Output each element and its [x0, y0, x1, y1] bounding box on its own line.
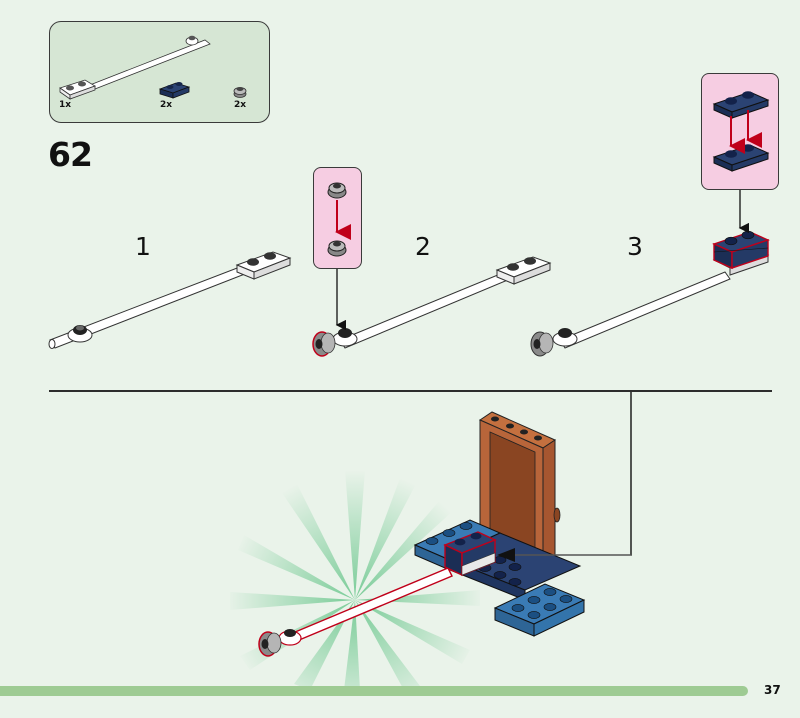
- page-progress-bar: [0, 686, 748, 696]
- sub-step-2-assembly: [312, 182, 552, 357]
- step-number: 62: [48, 135, 93, 174]
- highlighted-dark-blue-plates: [443, 531, 497, 577]
- sub-step-label: 2: [415, 232, 431, 261]
- part-rod-with-plate: [59, 35, 211, 100]
- sub-step-3-assembly: [530, 91, 770, 357]
- page-number: 37: [764, 683, 781, 697]
- callout-step-3: [701, 73, 779, 190]
- parts-list-box: [49, 21, 270, 123]
- callout-connector: [497, 392, 632, 562]
- part-dark-blue-plate: [158, 82, 191, 99]
- pointer-arrow-icon: [497, 548, 515, 562]
- separator-line: [49, 390, 772, 392]
- sub-step-1-assembly: [48, 251, 292, 349]
- highlighted-round-plates: [312, 331, 336, 357]
- part-quantity: 1x: [59, 100, 72, 110]
- highlighted-dark-blue-plates: [712, 230, 770, 270]
- main-rod-assembly: [258, 567, 453, 657]
- callout-plate-top: [712, 91, 770, 119]
- sub-step-label: 1: [135, 232, 151, 261]
- burst-effect: [230, 470, 480, 694]
- sub-step-label: 3: [627, 232, 643, 261]
- callout-plate-bottom: [712, 144, 770, 172]
- part-quantity: 2x: [234, 100, 247, 110]
- part-quantity: 2x: [160, 100, 173, 110]
- part-round-plate: [233, 87, 247, 98]
